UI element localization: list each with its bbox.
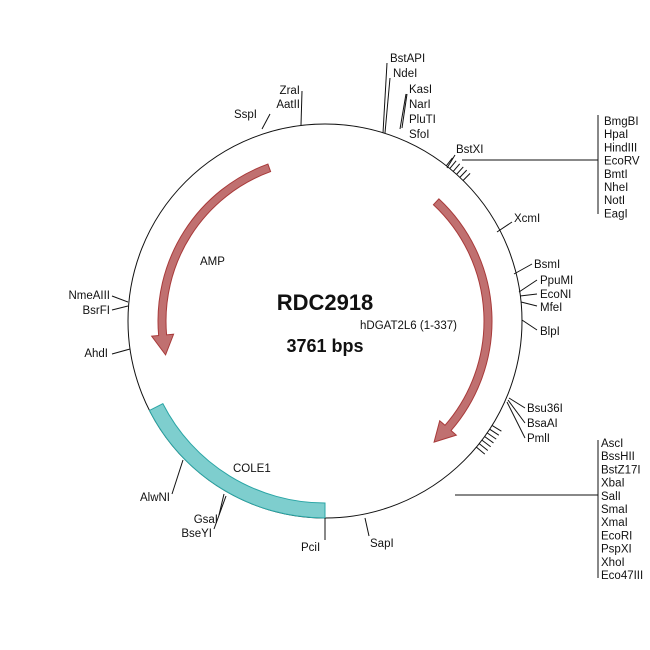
site-leader-line bbox=[478, 443, 489, 451]
site-leader-line bbox=[261, 113, 271, 130]
site-label-hindiii[interactable]: HindIII bbox=[604, 142, 637, 154]
site-label-bsrfi[interactable]: BsrFI bbox=[83, 305, 110, 317]
site-leader-line bbox=[476, 446, 486, 455]
site-label-noti[interactable]: NotI bbox=[604, 195, 625, 207]
site-leader-line bbox=[300, 90, 303, 126]
site-label-ahdi[interactable]: AhdI bbox=[84, 348, 108, 360]
site-label-mfei[interactable]: MfeI bbox=[540, 302, 562, 314]
site-label-econi[interactable]: EcoNI bbox=[540, 289, 571, 301]
site-label-bmgbi[interactable]: BmgBI bbox=[604, 116, 639, 128]
site-leader-line bbox=[111, 295, 129, 303]
site-leader-line bbox=[456, 166, 464, 175]
site-label-eagi[interactable]: EagI bbox=[604, 208, 628, 220]
site-leader-line bbox=[462, 173, 471, 181]
site-leader-line bbox=[459, 169, 468, 178]
site-leader-line bbox=[520, 301, 538, 307]
site-label-eco47iii[interactable]: Eco47III bbox=[601, 570, 643, 582]
site-leader-line bbox=[384, 77, 391, 134]
site-leader-line bbox=[518, 279, 538, 293]
site-leader-line bbox=[452, 163, 461, 172]
site-label-alwni[interactable]: AlwNI bbox=[140, 492, 170, 504]
site-leader-line bbox=[521, 319, 538, 331]
site-labels: BstAPI NdeI KasI NarI PluTI SfoI ZraI AatII SspI… bbox=[68, 53, 643, 582]
site-leader-line bbox=[446, 154, 456, 169]
site-label-smai[interactable]: SmaI bbox=[601, 504, 628, 516]
site-label-ndei[interactable]: NdeI bbox=[393, 68, 417, 80]
site-leader-line bbox=[171, 459, 184, 495]
site-leader-line bbox=[486, 432, 497, 440]
amp-arrow[interactable] bbox=[150, 163, 272, 356]
site-label-sapi[interactable]: SapI bbox=[370, 538, 394, 550]
site-leader-line bbox=[484, 436, 494, 444]
site-label-ppumi[interactable]: PpuMI bbox=[540, 275, 573, 287]
site-leader-line bbox=[111, 348, 131, 355]
site-lines bbox=[111, 62, 599, 578]
feature-label-insert[interactable]: hDGAT2L6 (1-337) bbox=[360, 320, 457, 332]
features-layer bbox=[148, 163, 493, 519]
site-leader-line bbox=[506, 401, 526, 439]
site-label-bsmi[interactable]: BsmI bbox=[534, 259, 560, 271]
site-label-bmti[interactable]: BmtI bbox=[604, 169, 628, 181]
site-label-kasi[interactable]: KasI bbox=[409, 84, 432, 96]
site-label-bsshii[interactable]: BssHII bbox=[601, 451, 635, 463]
site-label-bstxi[interactable]: BstXI bbox=[456, 144, 483, 156]
site-label-xmai[interactable]: XmaI bbox=[601, 517, 628, 529]
site-leader-line bbox=[513, 263, 533, 275]
site-label-gsai[interactable]: GsaI bbox=[194, 514, 218, 526]
site-label-bsu36i[interactable]: Bsu36I bbox=[527, 403, 563, 415]
site-leader-line bbox=[213, 495, 227, 530]
feature-label-amp[interactable]: AMP bbox=[200, 256, 225, 268]
site-label-xhoi[interactable]: XhoI bbox=[601, 557, 625, 569]
site-leader-line bbox=[481, 439, 491, 448]
site-label-bstz17i[interactable]: BstZ17I bbox=[601, 464, 641, 476]
site-leader-line bbox=[489, 428, 500, 436]
site-label-bsaai[interactable]: BsaAI bbox=[527, 418, 558, 430]
site-leader-line bbox=[364, 517, 370, 537]
feature-label-cole1[interactable]: COLE1 bbox=[233, 463, 271, 475]
plasmid-size: 3761 bps bbox=[286, 336, 363, 356]
cole1-feature[interactable] bbox=[148, 402, 326, 519]
site-label-blpi[interactable]: BlpI bbox=[540, 326, 560, 338]
site-label-pmli[interactable]: PmlI bbox=[527, 433, 550, 445]
site-leader-line bbox=[401, 93, 408, 129]
site-leader-line bbox=[508, 397, 526, 409]
site-label-sali[interactable]: SalI bbox=[601, 491, 621, 503]
site-label-nhei[interactable]: NheI bbox=[604, 182, 628, 194]
site-label-sfoi[interactable]: SfoI bbox=[409, 129, 429, 141]
site-label-hpai[interactable]: HpaI bbox=[604, 129, 628, 141]
site-leader-line bbox=[449, 160, 457, 169]
site-label-aatii[interactable]: AatII bbox=[276, 99, 300, 111]
site-label-asci[interactable]: AscI bbox=[601, 438, 623, 450]
site-leader-line bbox=[507, 399, 526, 424]
site-label-ecorv[interactable]: EcoRV bbox=[604, 156, 640, 168]
site-label-bstapi[interactable]: BstAPI bbox=[390, 53, 425, 65]
site-label-nari[interactable]: NarI bbox=[409, 99, 431, 111]
site-leader-line bbox=[491, 424, 502, 432]
site-leader-line bbox=[399, 93, 407, 130]
site-label-pluti[interactable]: PluTI bbox=[409, 114, 436, 126]
site-label-nmeaiii[interactable]: NmeAIII bbox=[68, 290, 110, 302]
site-label-xbai[interactable]: XbaI bbox=[601, 478, 625, 490]
site-label-xcmi[interactable]: XcmI bbox=[514, 213, 540, 225]
insert-arrow[interactable] bbox=[432, 198, 493, 443]
site-leader-line bbox=[382, 62, 388, 134]
site-leader-line bbox=[445, 157, 453, 167]
site-leader-line bbox=[111, 305, 129, 311]
site-leader-line bbox=[496, 221, 513, 233]
site-label-zrai[interactable]: ZraI bbox=[280, 85, 300, 97]
site-label-bseyi[interactable]: BseYI bbox=[181, 528, 212, 540]
site-label-sspi[interactable]: SspI bbox=[234, 109, 257, 121]
site-label-pcii[interactable]: PciI bbox=[301, 542, 320, 554]
site-label-pspxi[interactable]: PspXI bbox=[601, 544, 632, 556]
site-label-ecori[interactable]: EcoRI bbox=[601, 530, 632, 542]
site-leader-line bbox=[519, 293, 538, 297]
plasmid-name: RDC2918 bbox=[277, 290, 374, 315]
